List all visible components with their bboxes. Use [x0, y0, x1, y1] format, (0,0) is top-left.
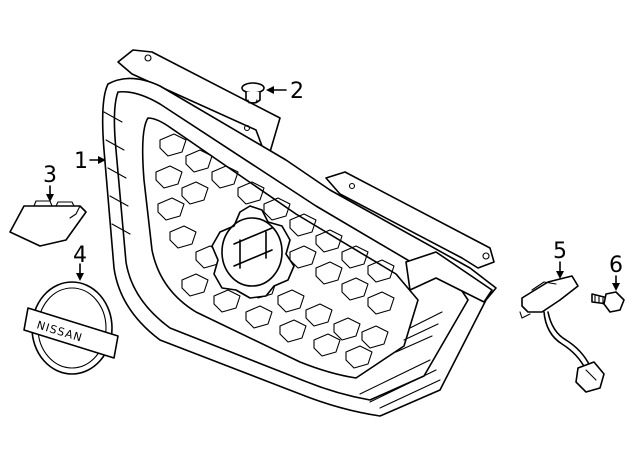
callout-1: 1 — [74, 149, 88, 174]
cover-bracket-part — [9, 200, 87, 247]
emblem-part: NISSAN — [23, 281, 119, 375]
leader-arrows — [46, 86, 620, 291]
callout-2: 2 — [290, 79, 304, 104]
callout-6: 6 — [609, 253, 623, 278]
emblem-mount — [211, 205, 295, 299]
clip-part — [241, 82, 265, 104]
bolt-part — [591, 291, 625, 313]
grille-assembly — [101, 49, 497, 417]
callout-3: 3 — [43, 163, 57, 188]
callout-5: 5 — [553, 239, 567, 264]
callout-4: 4 — [73, 243, 87, 268]
harness-part — [519, 275, 605, 393]
